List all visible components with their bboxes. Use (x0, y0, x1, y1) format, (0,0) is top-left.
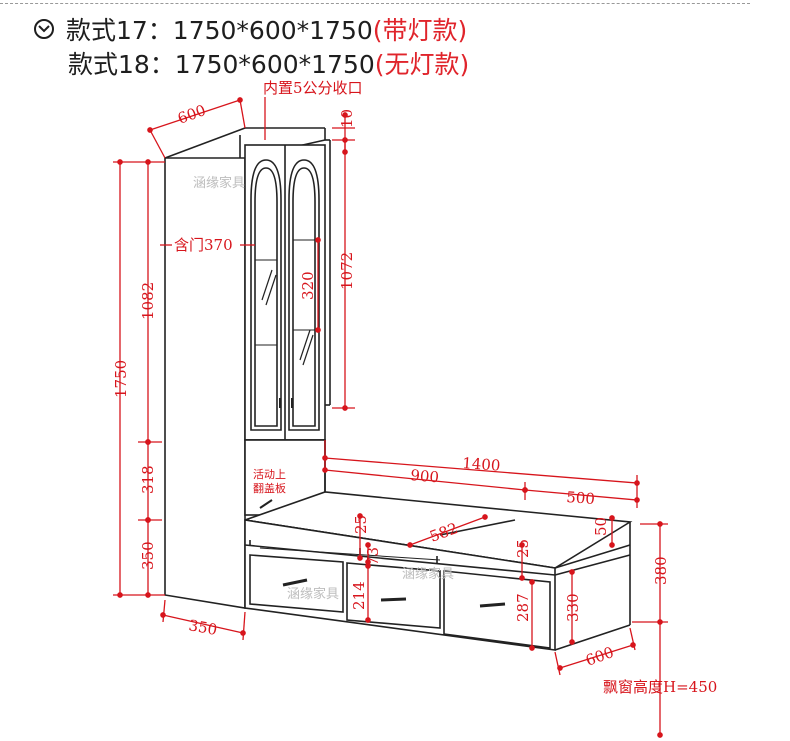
dim-total-height: 1750 (112, 360, 130, 398)
dim-lid-thickness-right: 25 (514, 539, 532, 558)
spec-18-variant: (无灯款) (374, 50, 470, 79)
dim-shelf-gap: 320 (299, 271, 317, 300)
dim-bench-depth: 600 (583, 643, 616, 670)
label-bay-height: 飘窗高度H=450 (603, 678, 717, 696)
top-dashed-rule (0, 3, 750, 4)
dim-lower-height: 350 (139, 541, 157, 570)
dim-back-height: 50 (592, 517, 610, 536)
dimension-lines (113, 97, 668, 738)
chevron-down-icon (34, 19, 54, 39)
dim-drawer-top: 73 (364, 547, 382, 566)
dim-bench-inner: 330 (564, 593, 582, 622)
label-door: 含门370 (174, 236, 233, 254)
dim-upper-height: 1082 (139, 282, 157, 320)
dim-top-depth: 600 (175, 101, 208, 128)
label-flip-lid-1: 活动上 (253, 468, 286, 481)
dim-bench-left: 900 (410, 466, 440, 486)
label-flip-lid-2: 翻盖板 (253, 481, 286, 495)
spec-header: 款式17：1750*600*1750(带灯款) 款式18：1750*600*17… (34, 12, 469, 80)
dim-top-trim: 10 (338, 109, 356, 128)
spec-17-size: 款式17：1750*600*1750 (66, 16, 373, 45)
dim-lid-thickness-left: 25 (352, 515, 370, 534)
watermark: 涵缘家具 (402, 566, 454, 582)
spec-17-variant: (带灯款) (372, 16, 468, 45)
watermark: 涵缘家具 (193, 175, 245, 191)
dim-bench-right: 500 (566, 488, 596, 508)
cabinet-outline (164, 127, 633, 651)
dim-middle-height: 318 (139, 465, 157, 494)
label-inner-trim: 内置5公分收口 (263, 79, 363, 97)
spec-line-17: 款式17：1750*600*1750(带灯款) (34, 12, 469, 46)
spec-18-size: 款式18：1750*600*1750 (68, 50, 375, 79)
dim-drawer-right: 287 (514, 593, 532, 622)
spec-line-18: 款式18：1750*600*1750(无灯款) (34, 46, 469, 80)
dim-bench-height: 380 (652, 556, 670, 585)
dim-drawer-mid: 214 (350, 581, 368, 610)
dim-cabinet-height: 1072 (338, 252, 356, 290)
watermark: 涵缘家具 (287, 586, 339, 602)
dim-base-width: 350 (187, 616, 218, 639)
dim-bench-length: 1400 (462, 454, 501, 475)
